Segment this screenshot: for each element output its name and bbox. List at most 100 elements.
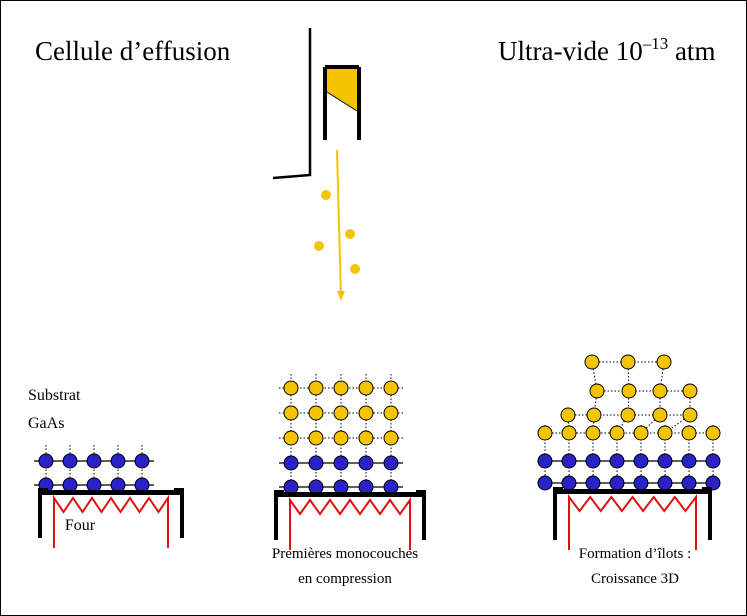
- deposit-atom: [586, 407, 602, 423]
- deposit-atom: [682, 407, 698, 423]
- effusion-cell-title: Cellule d’effusion: [35, 36, 231, 66]
- deposit-atom: [537, 425, 553, 441]
- substrate-atom: [537, 453, 553, 469]
- holder-left-leg: [274, 490, 284, 540]
- deposit-atom: [584, 354, 600, 370]
- deposit-atom: [333, 380, 349, 396]
- deposit-atom: [358, 430, 374, 446]
- deposit-atom: [657, 425, 673, 441]
- substrate-atom: [633, 453, 649, 469]
- substrate-atom: [705, 475, 721, 491]
- substrate-atom: [537, 475, 553, 491]
- substrate-atom: [62, 477, 78, 493]
- substrate-label-2: GaAs: [28, 415, 64, 432]
- deposit-atom: [308, 380, 324, 396]
- substrate-holder: [557, 489, 708, 494]
- stage3-caption-2: Croissance 3D: [591, 571, 679, 587]
- substrate-atom: [609, 475, 625, 491]
- chamber-wall: [272, 28, 312, 180]
- substrate-atom: [585, 453, 601, 469]
- deposit-atom: [308, 430, 324, 446]
- beam-atom: [321, 190, 331, 200]
- holder-left-leg: [38, 488, 48, 538]
- deposit-atom: [333, 405, 349, 421]
- substrate-atom: [705, 453, 721, 469]
- substrate-atom: [283, 479, 299, 495]
- substrate-atom: [681, 475, 697, 491]
- deposit-atom: [585, 425, 601, 441]
- substrate-atom: [308, 455, 324, 471]
- beam-atom: [314, 241, 324, 251]
- substrate-holder: [42, 490, 180, 495]
- substrate-atom: [308, 479, 324, 495]
- substrate-atom: [110, 477, 126, 493]
- deposit-atom: [283, 430, 299, 446]
- deposit-atom: [561, 425, 577, 441]
- deposit-atom: [383, 380, 399, 396]
- substrate-atom: [62, 453, 78, 469]
- beam-atom: [350, 264, 360, 274]
- stage2-caption-2: en compression: [298, 571, 392, 587]
- substrate-atom: [358, 455, 374, 471]
- substrate-atom: [633, 475, 649, 491]
- substrate-atom: [657, 475, 673, 491]
- heater-coil: [53, 494, 169, 548]
- substrate-atom: [383, 479, 399, 495]
- oven-label: Four: [65, 517, 96, 534]
- deposit-atom: [652, 407, 668, 423]
- heater-coil: [568, 494, 697, 550]
- substrate-atom: [38, 453, 54, 469]
- deposit-atom: [383, 405, 399, 421]
- vacuum-title: Ultra-vide 10–13 atm: [498, 34, 715, 66]
- substrate-atom: [383, 455, 399, 471]
- deposit-atom: [705, 425, 721, 441]
- substrate-atom: [283, 455, 299, 471]
- beam-atom: [345, 229, 355, 239]
- deposit-atom: [358, 405, 374, 421]
- molecular-beam: [314, 149, 360, 301]
- deposit-atom: [620, 354, 636, 370]
- deposit-atom: [620, 407, 636, 423]
- heater-coil: [289, 496, 411, 550]
- effusion-cell: [272, 28, 361, 180]
- deposit-atom: [358, 380, 374, 396]
- deposit-atom: [308, 405, 324, 421]
- holder-right-leg: [416, 490, 426, 540]
- deposit-atom: [333, 430, 349, 446]
- deposit-atom: [283, 405, 299, 421]
- holder-right-leg: [174, 488, 184, 538]
- deposit-atom: [609, 425, 625, 441]
- deposit-atom: [652, 383, 668, 399]
- deposit-atom: [283, 380, 299, 396]
- substrate-atom: [609, 453, 625, 469]
- stage3-caption-1: Formation d’îlots :: [579, 546, 692, 562]
- deposit-atom: [621, 383, 637, 399]
- substrate-atom: [134, 453, 150, 469]
- substrate-atom: [333, 479, 349, 495]
- stage-island-formation: [537, 354, 721, 550]
- deposit-atom: [681, 425, 697, 441]
- substrate-atom: [585, 475, 601, 491]
- substrate-atom: [86, 477, 102, 493]
- substrate-atom: [561, 453, 577, 469]
- deposit-atom: [383, 430, 399, 446]
- stage2-caption-1: Premières monocouches: [272, 546, 418, 562]
- deposit-atom: [682, 383, 698, 399]
- substrate-atom: [657, 453, 673, 469]
- deposit-atom: [589, 383, 605, 399]
- substrate-atom: [110, 453, 126, 469]
- substrate-label: Substrat: [28, 387, 81, 404]
- substrate-atom: [134, 477, 150, 493]
- substrate-atom: [681, 453, 697, 469]
- holder-right-leg: [702, 487, 712, 540]
- substrate-atom: [333, 455, 349, 471]
- beam-arrow: [336, 149, 342, 298]
- substrate-atom: [561, 475, 577, 491]
- stage-substrate: [34, 445, 184, 548]
- substrate-holder: [278, 492, 422, 497]
- deposit-atom: [633, 425, 649, 441]
- deposit-atom: [656, 354, 672, 370]
- stage-first-monolayers: [274, 374, 426, 550]
